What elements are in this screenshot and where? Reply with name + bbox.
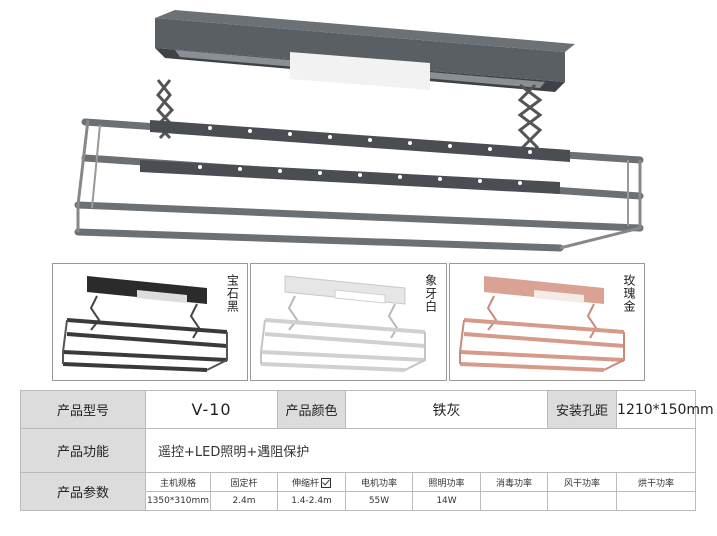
param-value: 55W: [345, 491, 414, 511]
drying-rack-rose-gold-icon: [458, 276, 625, 372]
param-name: 伸缩杆: [292, 478, 320, 489]
param-value: 14W: [412, 491, 482, 511]
spec-row-function: 产品功能 遥控+LED照明+遇阻保护: [20, 428, 697, 473]
color-label: 产品颜色: [277, 390, 347, 429]
param-value: [547, 491, 618, 511]
model-label: 产品型号: [20, 390, 146, 429]
drying-rack-white-icon: [260, 275, 427, 372]
param-name: 烘干功率: [616, 472, 697, 492]
model-value: V-10: [144, 390, 279, 429]
variant-label: 宝石黑: [225, 274, 240, 313]
param-name: 风干功率: [547, 472, 618, 492]
color-value: 铁灰: [345, 390, 549, 429]
checkbox-checked-icon: [321, 478, 332, 488]
param-value: 1350*310mm: [145, 491, 211, 511]
function-label: 产品功能: [20, 428, 146, 473]
spec-row-param-values: 1350*310mm 2.4m 1.4-2.4m 55W 14W: [21, 491, 697, 511]
param-name: 消毒功率: [480, 472, 549, 492]
spec-table: 产品型号 V-10 产品颜色 铁灰 安装孔距 1210*150mm 产品功能 遥…: [20, 390, 714, 511]
color-variants: 宝石黑 象牙白 玫瑰金: [52, 263, 645, 381]
param-name: 电机功率: [345, 472, 414, 492]
spec-row-model: 产品型号 V-10 产品颜色 铁灰 安装孔距 1210*150mm: [20, 390, 714, 429]
param-name: 主机规格: [145, 472, 211, 492]
variant-rose-gold: 玫瑰金: [448, 263, 645, 381]
param-value: [480, 491, 549, 511]
variant-black: 宝石黑: [52, 263, 249, 381]
spec-row-param-names: 产品参数 主机规格 固定杆 伸缩杆 电机功率 照明功率 消毒功率 风干功率 烘干…: [20, 472, 697, 511]
param-value: 2.4m: [209, 491, 279, 511]
hole-value: 1210*150mm: [616, 390, 714, 429]
params-label: 产品参数: [20, 472, 146, 511]
param-name-telescopic: 伸缩杆: [277, 472, 347, 492]
variant-label: 玫瑰金: [621, 274, 636, 313]
clothes-drying-rack-gray-icon: [74, 10, 644, 252]
param-value: 1.4-2.4m: [277, 491, 347, 511]
function-value: 遥控+LED照明+遇阻保护: [144, 428, 697, 473]
variant-label: 象牙白: [423, 274, 438, 313]
drying-rack-black-icon: [62, 276, 228, 372]
param-name: 照明功率: [412, 472, 482, 492]
variant-white: 象牙白: [250, 263, 447, 381]
hole-label: 安装孔距: [547, 390, 618, 429]
param-name: 固定杆: [209, 472, 279, 492]
param-value: [616, 491, 697, 511]
hero-product-image: [74, 10, 644, 252]
